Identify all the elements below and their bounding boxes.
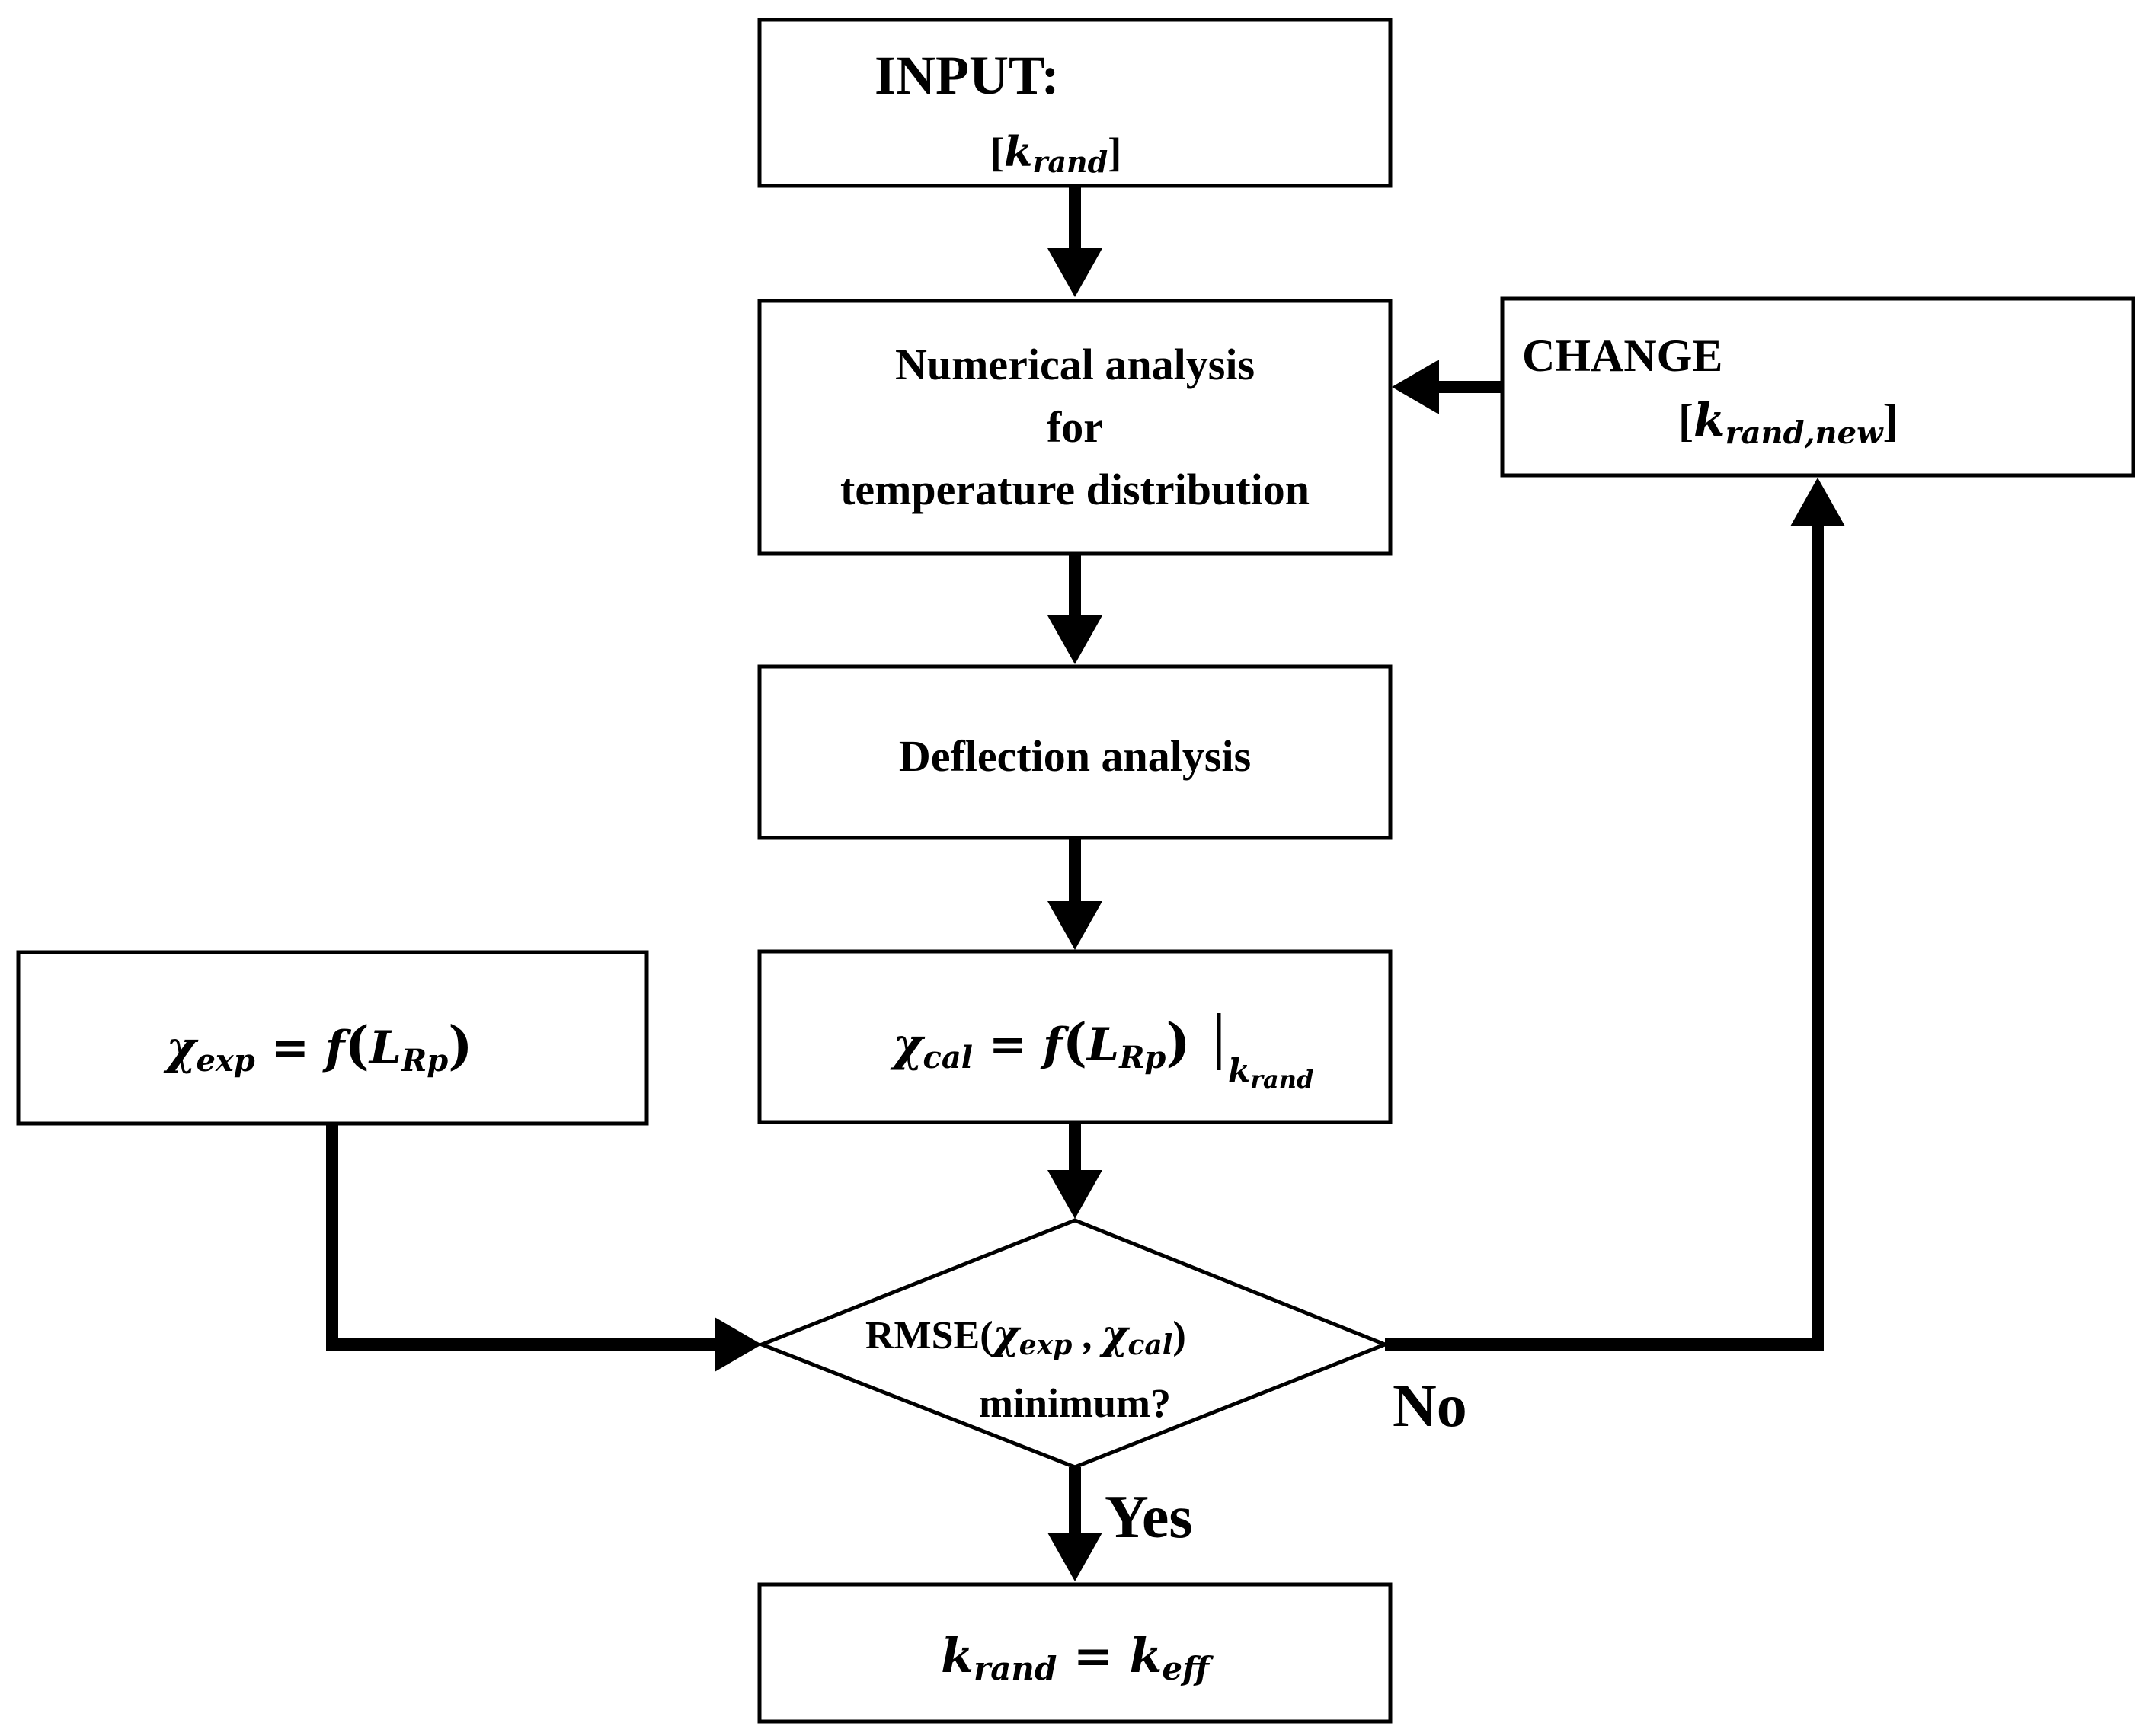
arrow-decision-to-change — [1385, 523, 1824, 1351]
result-equals: = — [1057, 1628, 1129, 1683]
result-k2-sub: eff — [1162, 1650, 1214, 1687]
arrow-chiexp-to-decision — [326, 1124, 718, 1351]
chi-exp-L: L — [368, 1021, 401, 1075]
chi-cal-symbol: χ — [890, 1018, 926, 1072]
arrowhead-deflection-to-chical — [1047, 901, 1102, 950]
chi-cal-L: L — [1086, 1018, 1119, 1072]
chi-cal-evaluated-at: krand — [1228, 1052, 1313, 1094]
chi-cal-equals: = — [973, 1018, 1043, 1072]
chi-cal-L-sub: Rp — [1118, 1040, 1166, 1076]
chi-exp-subscript: exp — [196, 1043, 254, 1079]
arrowhead-chiexp-to-decision — [715, 1317, 762, 1372]
result-equation: krand = keff — [941, 1628, 1214, 1687]
result-k2: k — [1129, 1628, 1162, 1683]
chi-exp-L-sub: Rp — [401, 1043, 448, 1079]
deflection-analysis-box — [757, 664, 1393, 840]
numerical-line3: temperature distribution — [840, 465, 1310, 514]
deflection-label: Deflection analysis — [899, 731, 1251, 781]
edge-label-yes: Yes — [1105, 1484, 1193, 1551]
input-box — [757, 18, 1393, 188]
change-var-sub: rand,new — [1725, 415, 1885, 451]
change-box — [1500, 296, 2135, 478]
arrowhead-chical-to-decision — [1047, 1170, 1102, 1219]
numerical-line1: Numerical analysis — [895, 340, 1255, 389]
decision-comma: , — [1072, 1314, 1102, 1357]
change-var-k: k — [1693, 394, 1725, 447]
decision-chi1-sub: exp — [1019, 1329, 1073, 1361]
result-k1: k — [941, 1628, 974, 1683]
decision-line1: RMSE(χexp , χcal) — [865, 1312, 1186, 1361]
decision-chi2: χ — [1099, 1312, 1130, 1358]
chi-cal-subscript: cal — [923, 1040, 972, 1076]
arrowhead-decision-to-change — [1790, 478, 1845, 526]
chi-cal-k: k — [1228, 1052, 1250, 1089]
decision-line2: minimum? — [979, 1380, 1171, 1426]
chi-cal-k-sub: rand — [1250, 1065, 1313, 1094]
input-title: INPUT: — [875, 45, 1060, 106]
result-box — [757, 1582, 1393, 1724]
chi-exp-symbol: χ — [163, 1021, 199, 1075]
edge-label-no: No — [1393, 1373, 1467, 1440]
numerical-line2: for — [1047, 402, 1103, 452]
decision-chi1: χ — [990, 1312, 1022, 1358]
arrowhead-decision-to-result — [1047, 1533, 1102, 1581]
input-variable: [krand] — [990, 127, 1121, 179]
result-k1-sub: rand — [974, 1650, 1057, 1687]
arrowhead-change-to-numerical — [1392, 360, 1439, 414]
decision-close: ) — [1172, 1314, 1185, 1357]
input-var-sub: rand — [1032, 145, 1108, 179]
change-variable: [krand,new] — [1678, 394, 1898, 451]
chi-cal-equation: χcal = f(LRp) — [890, 1012, 1191, 1076]
numerical-analysis-box — [757, 299, 1393, 556]
chi-exp-equation: χexp = f(LRp) — [163, 1015, 472, 1079]
input-var-k: k — [1004, 127, 1032, 176]
arrowhead-numerical-to-deflection — [1047, 615, 1102, 664]
decision-chi2-sub: cal — [1128, 1329, 1173, 1361]
decision-rmse: RMSE( — [865, 1314, 993, 1357]
chi-exp-equals: = — [255, 1021, 325, 1075]
arrowhead-input-to-numerical — [1047, 248, 1102, 297]
change-title: CHANGE — [1522, 331, 1722, 381]
chi-exp-box — [16, 950, 649, 1126]
